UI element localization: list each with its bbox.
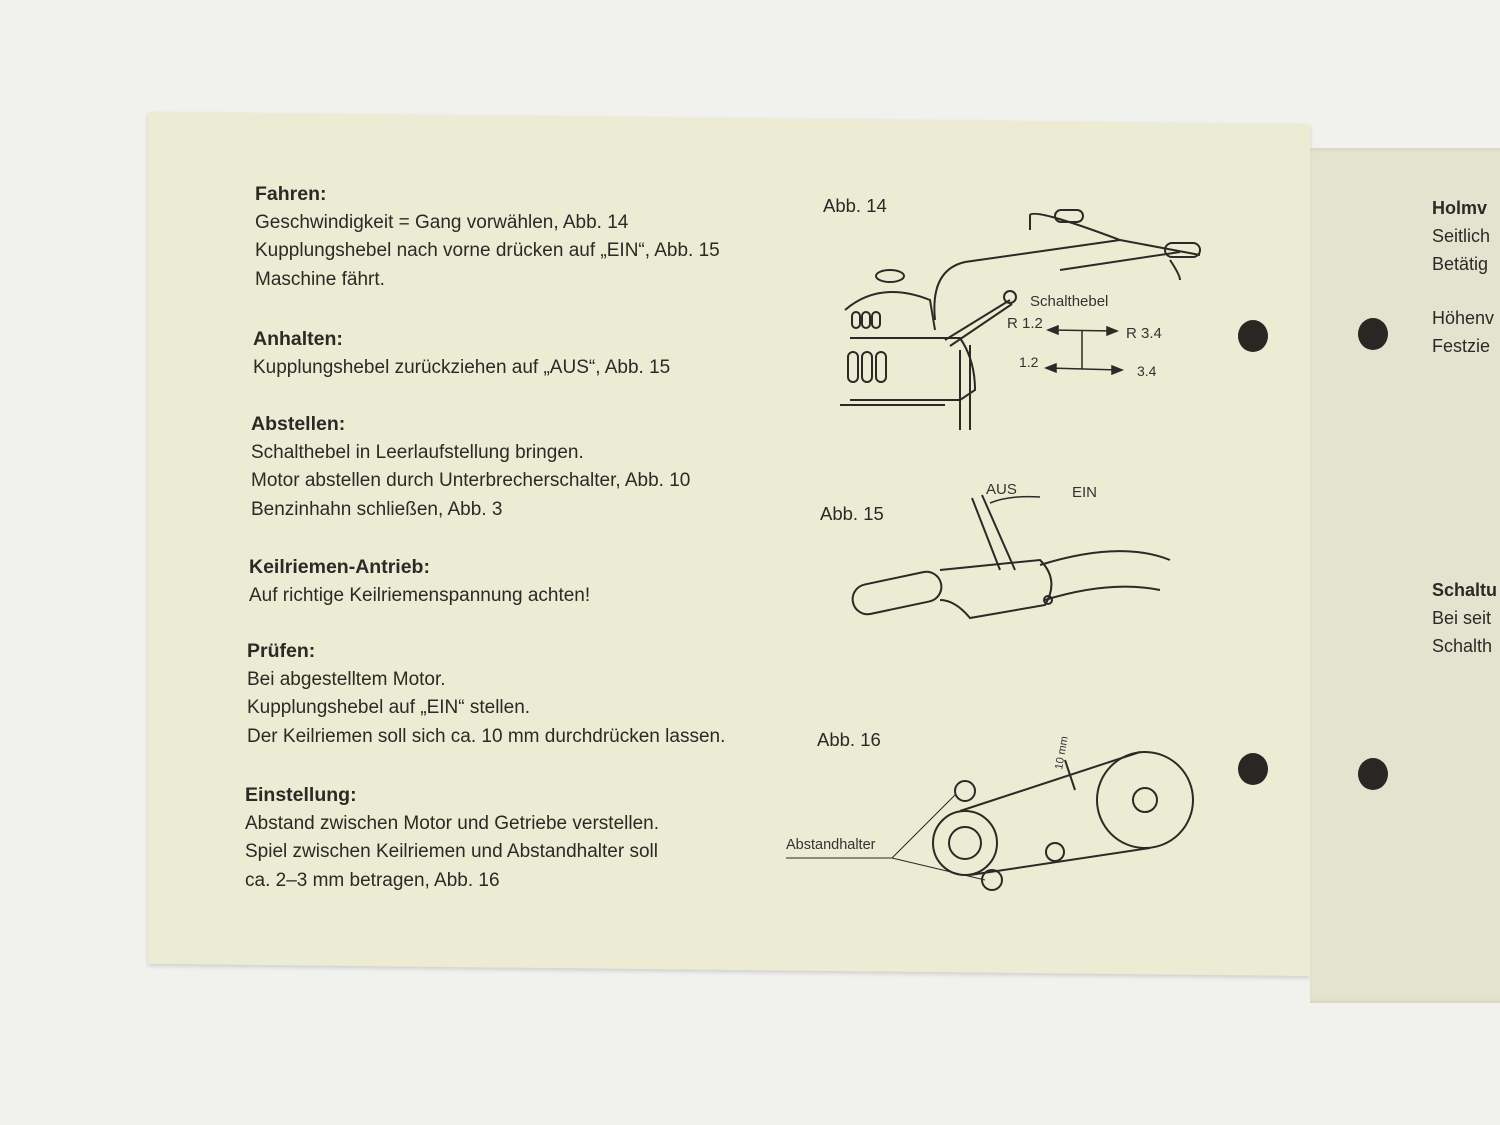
label-r34: R 3.4 bbox=[1126, 325, 1162, 342]
fig-label-abb14: Abb. 14 bbox=[823, 195, 887, 216]
label-r12: R 1.2 bbox=[1007, 315, 1043, 332]
line: Auf richtige Keilriemenspannung achten! bbox=[249, 584, 591, 606]
line: Höhenv bbox=[1432, 308, 1495, 328]
line: Kupplungshebel auf „EIN“ stellen. bbox=[247, 697, 531, 718]
line: Geschwindigkeit = Gang vorwählen, Abb. 1… bbox=[255, 211, 629, 233]
section-anhalten: Anhalten: Kupplungshebel zurückziehen au… bbox=[253, 325, 670, 382]
label-ein: EIN bbox=[1072, 484, 1097, 501]
heading: Anhalten: bbox=[253, 328, 343, 350]
line: Festzie bbox=[1432, 336, 1491, 356]
label-12: 1.2 bbox=[1019, 354, 1039, 370]
section-pruefen: Prüfen: Bei abgestelltem Motor. Kupplung… bbox=[247, 637, 725, 751]
right-section-hoehe: Höhenv Festzie bbox=[1432, 304, 1494, 360]
label-aus: AUS bbox=[986, 481, 1017, 498]
fig-label-abb15: Abb. 15 bbox=[820, 503, 884, 524]
heading: Keilriemen-Antrieb: bbox=[249, 556, 430, 578]
section-abstellen: Abstellen: Schalthebel in Leerlaufstellu… bbox=[251, 410, 690, 524]
heading: Fahren: bbox=[255, 183, 327, 205]
heading: Prüfen: bbox=[247, 640, 316, 662]
line: Kupplungshebel nach vorne drücken auf „E… bbox=[255, 240, 720, 261]
line: Kupplungshebel zurückziehen auf „AUS“, A… bbox=[253, 356, 671, 378]
label-34: 3.4 bbox=[1137, 363, 1157, 379]
section-keilriemen: Keilriemen-Antrieb: Auf richtige Keilrie… bbox=[249, 553, 590, 610]
right-page bbox=[1310, 148, 1500, 1003]
punch-hole bbox=[1358, 758, 1388, 790]
line: Abstand zwischen Motor und Getriebe vers… bbox=[245, 812, 659, 834]
heading: Schaltu bbox=[1432, 580, 1498, 600]
line: Spiel zwischen Keilriemen und Abstandhal… bbox=[245, 841, 658, 862]
section-fahren: Fahren: Geschwindigkeit = Gang vorwählen… bbox=[255, 180, 720, 294]
line: ca. 2–3 mm betragen, Abb. 16 bbox=[245, 869, 500, 891]
heading: Abstellen: bbox=[251, 413, 346, 435]
line: Motor abstellen durch Unterbrecherschalt… bbox=[251, 470, 691, 491]
heading: Holmv bbox=[1432, 198, 1488, 218]
line: Seitlich bbox=[1432, 226, 1491, 246]
line: Maschine fährt. bbox=[255, 268, 385, 290]
dimension-label: 10 mm bbox=[1053, 735, 1071, 770]
heading: Einstellung: bbox=[245, 784, 357, 806]
line: Schalth bbox=[1432, 636, 1493, 656]
right-section-holm: Holmv Seitlich Betätig bbox=[1432, 194, 1490, 278]
right-section-schaltung: Schaltu Bei seit Schalth bbox=[1432, 576, 1497, 660]
punch-hole bbox=[1358, 318, 1388, 350]
punch-hole bbox=[1238, 320, 1268, 352]
abstandhalter-label: Abstandhalter bbox=[786, 837, 876, 853]
schalthebel-label: Schalthebel bbox=[1030, 293, 1108, 310]
punch-hole bbox=[1238, 753, 1268, 785]
line: Bei seit bbox=[1432, 608, 1492, 628]
line: Benzinhahn schließen, Abb. 3 bbox=[251, 498, 503, 520]
line: Betätig bbox=[1432, 254, 1489, 274]
section-einstellung: Einstellung: Abstand zwischen Motor und … bbox=[245, 781, 659, 895]
line: Der Keilriemen soll sich ca. 10 mm durch… bbox=[247, 725, 726, 747]
line: Bei abgestelltem Motor. bbox=[247, 668, 446, 690]
line: Schalthebel in Leerlaufstellung bringen. bbox=[251, 441, 584, 463]
fig-label-abb16: Abb. 16 bbox=[817, 729, 881, 750]
